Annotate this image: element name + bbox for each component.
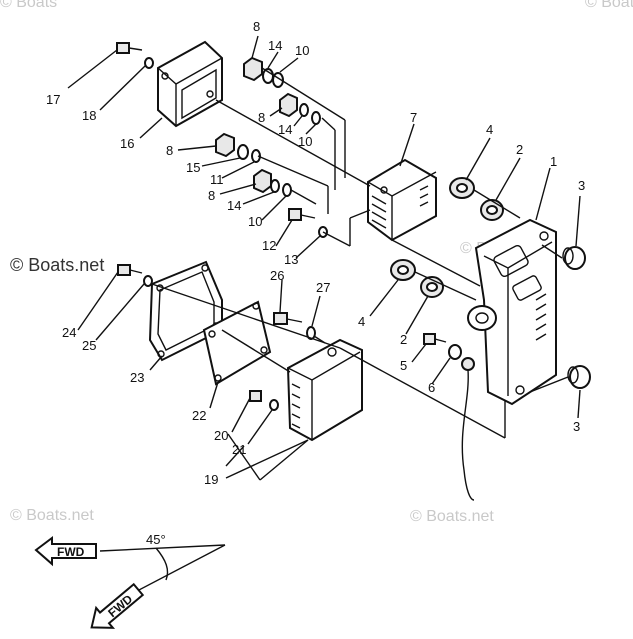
watermark-bottom-left: © Boats.net: [10, 507, 94, 524]
callout-7: 7: [410, 110, 417, 125]
callout-26: 26: [270, 268, 284, 283]
callout-leaders: [67, 35, 581, 481]
grommet-4-top: [449, 177, 475, 199]
callout-numbers: 1 2 2 3 3 4 4 5 6 7 8 8 8 8 10 10 10 11 …: [46, 19, 585, 487]
nut-8-top: [243, 56, 263, 82]
callout-23: 23: [130, 370, 144, 385]
callout-10: 10: [295, 43, 309, 58]
washer-14-mid: [299, 103, 309, 117]
callout-13: 13: [284, 252, 298, 267]
callout-4: 4: [486, 122, 493, 137]
screw-12: [288, 208, 316, 221]
collar-2-lower: [420, 276, 444, 298]
cdi-unit-19: [286, 338, 363, 442]
callout-17: 17: [46, 92, 60, 107]
screw-20: [249, 390, 262, 402]
callout-14: 14: [278, 122, 292, 137]
callout-8: 8: [166, 143, 173, 158]
watermark-main: © Boats.net: [10, 255, 105, 275]
callout-14: 14: [227, 198, 241, 213]
callout-2: 2: [516, 142, 523, 157]
callout-8: 8: [258, 110, 265, 125]
callout-27: 27: [316, 280, 330, 295]
assembly-lines: [151, 67, 569, 439]
collar-2-top: [480, 199, 504, 221]
screw-5: [423, 333, 447, 345]
callout-14: 14: [268, 38, 282, 53]
callout-18: 18: [82, 108, 96, 123]
callout-20: 20: [214, 428, 228, 443]
watermark-top-left: © Boats: [0, 0, 58, 11]
callout-15: 15: [186, 160, 200, 175]
gasket-22: [202, 300, 272, 386]
screw-17: [116, 42, 143, 54]
washer-14-lower: [270, 179, 280, 193]
washer-25: [143, 275, 153, 287]
callout-3: 3: [578, 178, 585, 193]
ground-lead-6: [448, 344, 475, 501]
callout-21: 21: [232, 442, 246, 457]
callout-8: 8: [253, 19, 260, 34]
callout-2: 2: [400, 332, 407, 347]
callout-19: 19: [204, 472, 218, 487]
callout-16: 16: [120, 136, 134, 151]
callout-24: 24: [62, 325, 76, 340]
watermark-bottom-right: © Boats.net: [410, 508, 494, 525]
nut-8-lower: [253, 168, 272, 194]
cap-3-bottom: [567, 365, 591, 389]
nut-8-mid: [279, 92, 298, 118]
angle-label: 45°: [146, 532, 166, 547]
callout-12: 12: [262, 238, 276, 253]
grommet-4-lower: [390, 259, 416, 281]
callout-3: 3: [573, 419, 580, 434]
washer-15: [237, 144, 249, 160]
callout-5: 5: [400, 358, 407, 373]
screw-24: [117, 264, 143, 276]
washer-10-mid: [311, 111, 321, 125]
bracket-1: [467, 218, 557, 406]
bracket-16: [157, 40, 223, 128]
screw-26: [273, 312, 303, 325]
callout-6: 6: [428, 380, 435, 395]
fwd-label: FWD: [57, 545, 85, 559]
callout-8: 8: [208, 188, 215, 203]
washer-11: [251, 149, 261, 163]
callout-10: 10: [248, 214, 262, 229]
fwd-indicator: FWD 45° FWD: [34, 532, 226, 629]
rectifier-7: [367, 158, 437, 242]
callout-1: 1: [550, 154, 557, 169]
fwd-arrow-angled-icon: [90, 582, 145, 629]
watermark-top-right: © Boat: [585, 0, 633, 11]
washer-21: [269, 399, 279, 411]
callout-10: 10: [298, 134, 312, 149]
callout-25: 25: [82, 338, 96, 353]
washer-18: [144, 57, 154, 69]
washer-10-lower: [282, 183, 292, 197]
fwd-arrow-icon: [34, 536, 97, 567]
washer-27: [306, 326, 316, 340]
callout-22: 22: [192, 408, 206, 423]
cap-3-top: [562, 246, 586, 270]
callout-4: 4: [358, 314, 365, 329]
nut-8-left: [215, 132, 235, 158]
callout-11: 11: [210, 172, 224, 187]
